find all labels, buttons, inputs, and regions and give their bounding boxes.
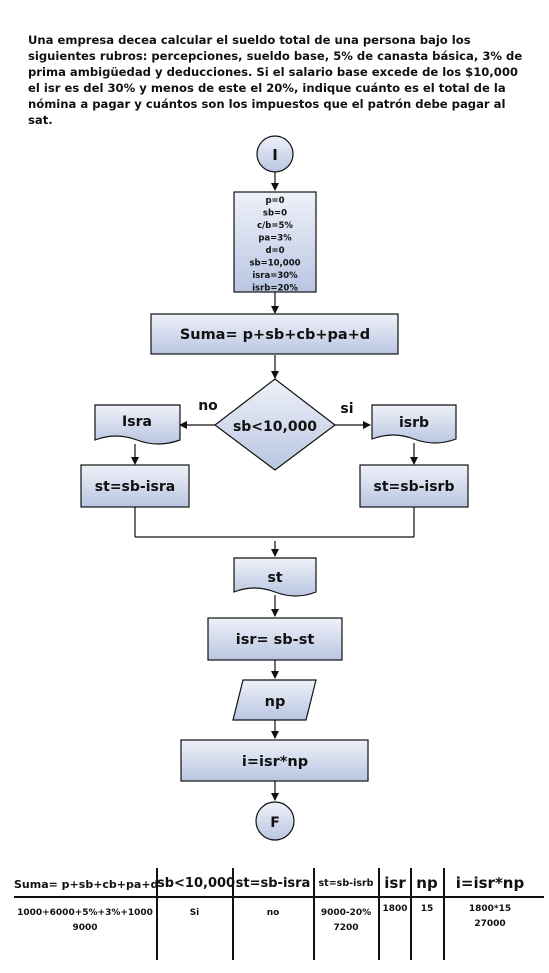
- no-branch-label: no: [198, 398, 218, 414]
- table-header: st=sb-isra: [235, 876, 311, 891]
- column-divider: [410, 868, 412, 960]
- init-value-line: pa=3%: [258, 234, 292, 244]
- isrb-label: isrb: [399, 415, 429, 431]
- connectors: [131, 171, 418, 801]
- isra-label: Isra: [122, 414, 152, 430]
- table-cell: Si: [189, 908, 200, 918]
- end-terminator: F: [255, 801, 295, 841]
- sum-process: Suma= p+sb+cb+pa+d: [150, 313, 399, 355]
- table-cell: 9000-20% 7200: [320, 908, 372, 933]
- start-label: I: [272, 146, 278, 164]
- table-header: Suma= p+sb+cb+pa+d: [14, 878, 159, 891]
- table-cell: 1000+6000+5%+3%+1000 9000: [17, 908, 153, 933]
- st-label: st: [267, 570, 282, 586]
- start-terminator: I: [256, 135, 294, 173]
- sum-label: Suma= p+sb+cb+pa+d: [180, 327, 370, 343]
- table-header: i=isr*np: [455, 874, 525, 892]
- right-st-process: st=sb-isrb: [359, 464, 469, 508]
- decision-label: sb<10,000: [233, 419, 317, 435]
- left-st-process: st=sb-isra: [80, 464, 190, 508]
- column-divider: [232, 868, 234, 960]
- results-table: Suma= p+sb+cb+pa+d 1000+6000+5%+3%+1000 …: [0, 868, 549, 973]
- init-value-line: d=0: [265, 246, 284, 256]
- table-column: i=isr*np 1800*15 27000: [444, 868, 536, 973]
- isra-document: Isra: [94, 404, 181, 445]
- init-values-box: p=0 sb=0 c/b=5% pa=3% d=0 sb=10,000 isra=30% is…: [233, 191, 317, 294]
- column-divider: [443, 868, 445, 960]
- np-input: np: [232, 679, 317, 721]
- table-column: st=sb-isrb 9000-20% 7200: [314, 868, 378, 973]
- init-values-list: p=0 sb=0 c/b=5% pa=3% d=0 sb=10,000 isra=30% is…: [249, 196, 300, 294]
- np-label: np: [265, 694, 286, 710]
- table-header: np: [416, 874, 438, 892]
- table-header: st=sb-isrb: [318, 878, 374, 889]
- isr-label: isr= sb-st: [236, 632, 315, 648]
- st-document: st: [233, 557, 317, 597]
- right-st-label: st=sb-isrb: [374, 479, 455, 495]
- init-value-line: sb=10,000: [249, 259, 300, 269]
- table-cell: no: [266, 908, 280, 918]
- init-value-line: isra=30%: [252, 271, 298, 281]
- table-header: isr: [384, 874, 406, 892]
- i-label: i=isr*np: [242, 754, 308, 770]
- decision-diamond: sb<10,000: [214, 378, 336, 471]
- table-column: st=sb-isra no: [233, 868, 313, 973]
- init-value-line: sb=0: [263, 209, 287, 219]
- table-cell: 1800*15 27000: [468, 904, 512, 929]
- isrb-document: isrb: [371, 404, 457, 444]
- init-value-line: c/b=5%: [257, 221, 293, 231]
- column-divider: [313, 868, 315, 960]
- table-header-rule: [14, 896, 544, 898]
- yes-branch-label: si: [340, 401, 353, 417]
- init-value-line: isrb=20%: [252, 284, 298, 294]
- column-divider: [378, 868, 380, 960]
- column-divider: [156, 868, 158, 960]
- isr-process: isr= sb-st: [207, 617, 343, 661]
- table-cell: 1800: [382, 904, 408, 914]
- problem-statement: Una empresa decea calcular el sueldo tot…: [28, 33, 523, 127]
- table-column: np 15: [412, 868, 442, 973]
- end-label: F: [270, 815, 280, 831]
- init-value-line: p=0: [265, 196, 284, 206]
- table-column: sb<10,000 Si: [157, 868, 236, 973]
- flowchart: I p=0 sb=0 c/b=5% pa=3% d=0 sb=10,000 isra=30%…: [80, 135, 469, 841]
- table-header: sb<10,000: [157, 876, 236, 891]
- i-process: i=isr*np: [180, 739, 369, 782]
- table-cell: 15: [420, 904, 434, 914]
- left-st-label: st=sb-isra: [95, 479, 175, 495]
- table-column: Suma= p+sb+cb+pa+d 1000+6000+5%+3%+1000 …: [14, 868, 159, 973]
- table-column: isr 1800: [380, 868, 410, 973]
